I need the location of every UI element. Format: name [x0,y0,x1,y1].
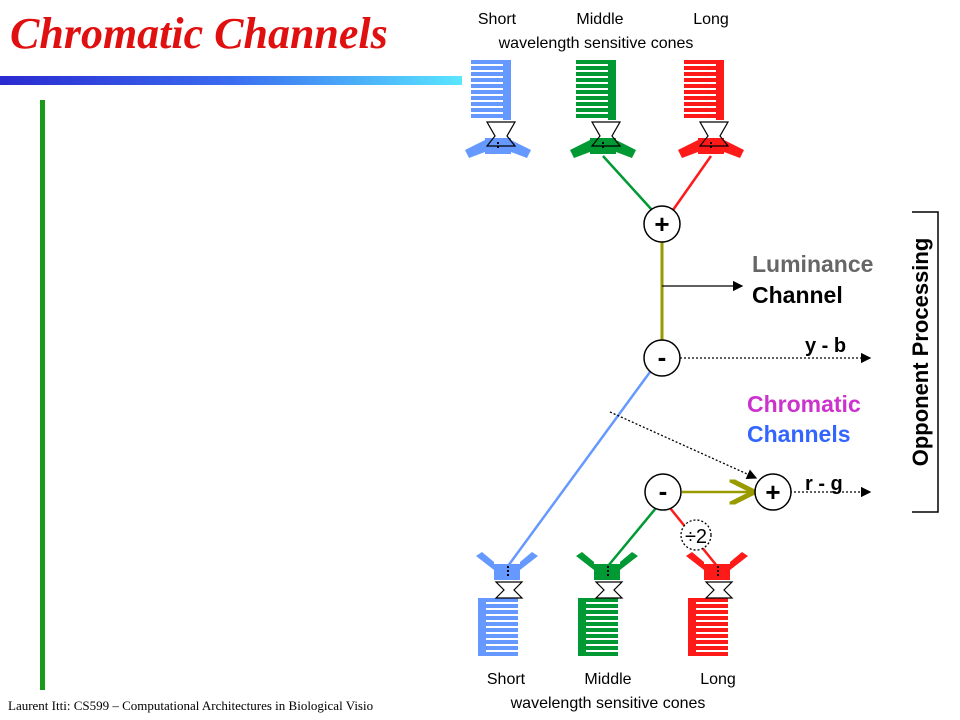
long-to-plus-line [671,155,713,211]
top-cone-long [678,60,744,158]
opponent-processing-diagram: Short Middle Long wavelength sensitive c… [465,11,939,712]
bottom-cone-long [686,552,748,656]
top-caption: wavelength sensitive cones [498,35,694,52]
slide-title: Chromatic Channels [10,9,388,58]
luminance-label-line1: Luminance [752,251,873,277]
bottom-caption: wavelength sensitive cones [510,695,706,712]
divide-node-circle [680,519,712,551]
plus-node-symbol: + [654,209,669,239]
title-underline-bar [0,76,462,85]
slide-footer: Laurent Itti: CS599 – Computational Arch… [8,698,374,713]
divide-node-symbol: ÷2 [685,526,707,548]
bottom-label-long: Long [700,671,736,688]
minus-node-circle [643,339,681,377]
chromatic-label-line2: Channels [747,421,851,447]
rg-plus-node-symbol: + [765,477,780,507]
yb-to-rg-dotted-arrow [609,411,758,479]
short-to-minus-line [506,371,652,567]
top-cone-short [465,60,531,158]
luminance-label-line2: Channel [752,282,843,308]
lower-minus-node-circle [644,473,682,511]
plus-node-circle [643,205,681,243]
bottom-cone-short [476,552,538,656]
top-label-long: Long [693,11,729,28]
opponent-processing-label: Opponent Processing [908,238,933,467]
rg-label: r - g [805,473,843,495]
minus-node-symbol: - [658,342,667,372]
yb-label: y - b [805,335,846,357]
left-vertical-rule [40,100,45,690]
bottom-label-middle: Middle [584,671,631,688]
rg-plus-node-circle [754,473,792,511]
chromatic-label-line1: Chromatic [747,391,861,417]
opponent-bracket [912,211,939,513]
bottom-label-short: Short [487,671,526,688]
bottom-cone-middle [576,552,638,656]
middle-to-plus-line [602,155,653,211]
top-label-middle: Middle [576,11,623,28]
lower-minus-node-symbol: - [659,476,668,506]
top-label-short: Short [478,11,517,28]
middle-to-lower-minus-line [607,507,657,567]
top-cone-middle [570,60,636,158]
